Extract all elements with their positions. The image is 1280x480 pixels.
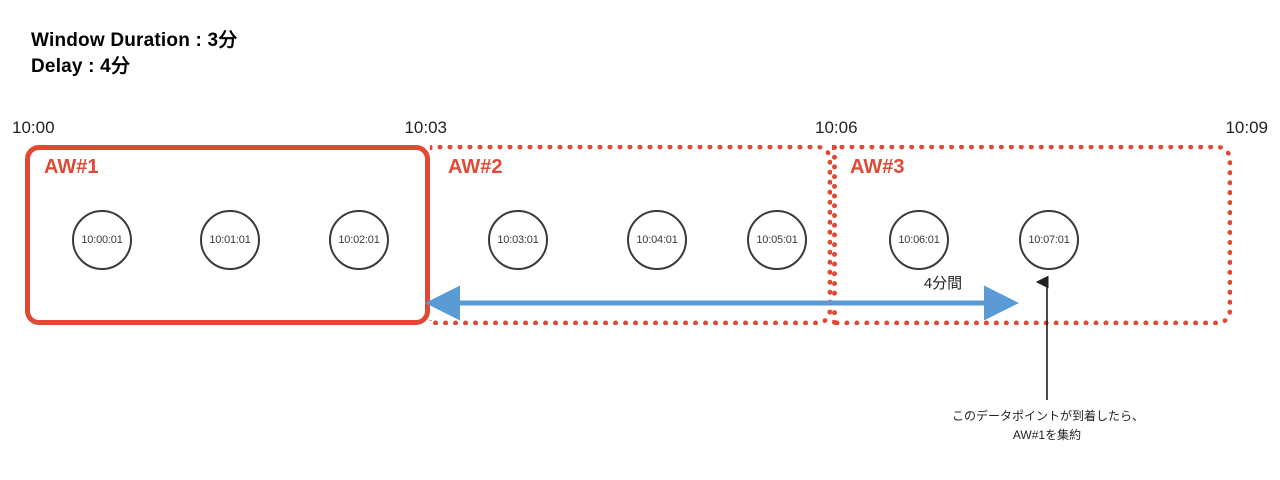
timeline-tick-1009: 10:09 [1225, 118, 1268, 137]
timeline-tick-1003: 10:03 [404, 118, 447, 137]
delay-label: Delay : 4分 [31, 56, 131, 77]
data-point-circle: 10:03:01 [488, 210, 548, 270]
delay-duration-label: 4分間 [923, 275, 963, 292]
data-point-circle: 10:02:01 [329, 210, 389, 270]
parameters-block: Window Duration : 3分 Delay : 4分 [31, 28, 237, 80]
callout-note: このデータポイントが到着したら、 AW#1を集約 [952, 407, 1145, 445]
data-point-circle: 10:07:01 [1019, 210, 1079, 270]
timeline-tick-1006: 10:06 [815, 118, 858, 137]
timeline-tick-1000: 10:00 [12, 118, 55, 137]
callout-note-line2: AW#1を集約 [1012, 428, 1082, 442]
window-label-aw2: AW#2 [448, 156, 503, 178]
window-label-aw3: AW#3 [850, 156, 905, 178]
window-divider-aw2-aw3 [832, 145, 837, 325]
data-point-circle: 10:06:01 [889, 210, 949, 270]
window-duration-label: Window Duration : 3分 [31, 30, 238, 51]
window-box-aw2 [430, 145, 832, 325]
callout-note-line1: このデータポイントが到着したら、 [952, 409, 1145, 423]
window-box-aw3 [832, 145, 1232, 325]
data-point-circle: 10:04:01 [627, 210, 687, 270]
data-point-circle: 10:00:01 [72, 210, 132, 270]
data-point-circle: 10:01:01 [200, 210, 260, 270]
window-label-aw1: AW#1 [44, 156, 99, 178]
data-point-circle: 10:05:01 [747, 210, 807, 270]
window-box-aw1 [25, 145, 430, 325]
